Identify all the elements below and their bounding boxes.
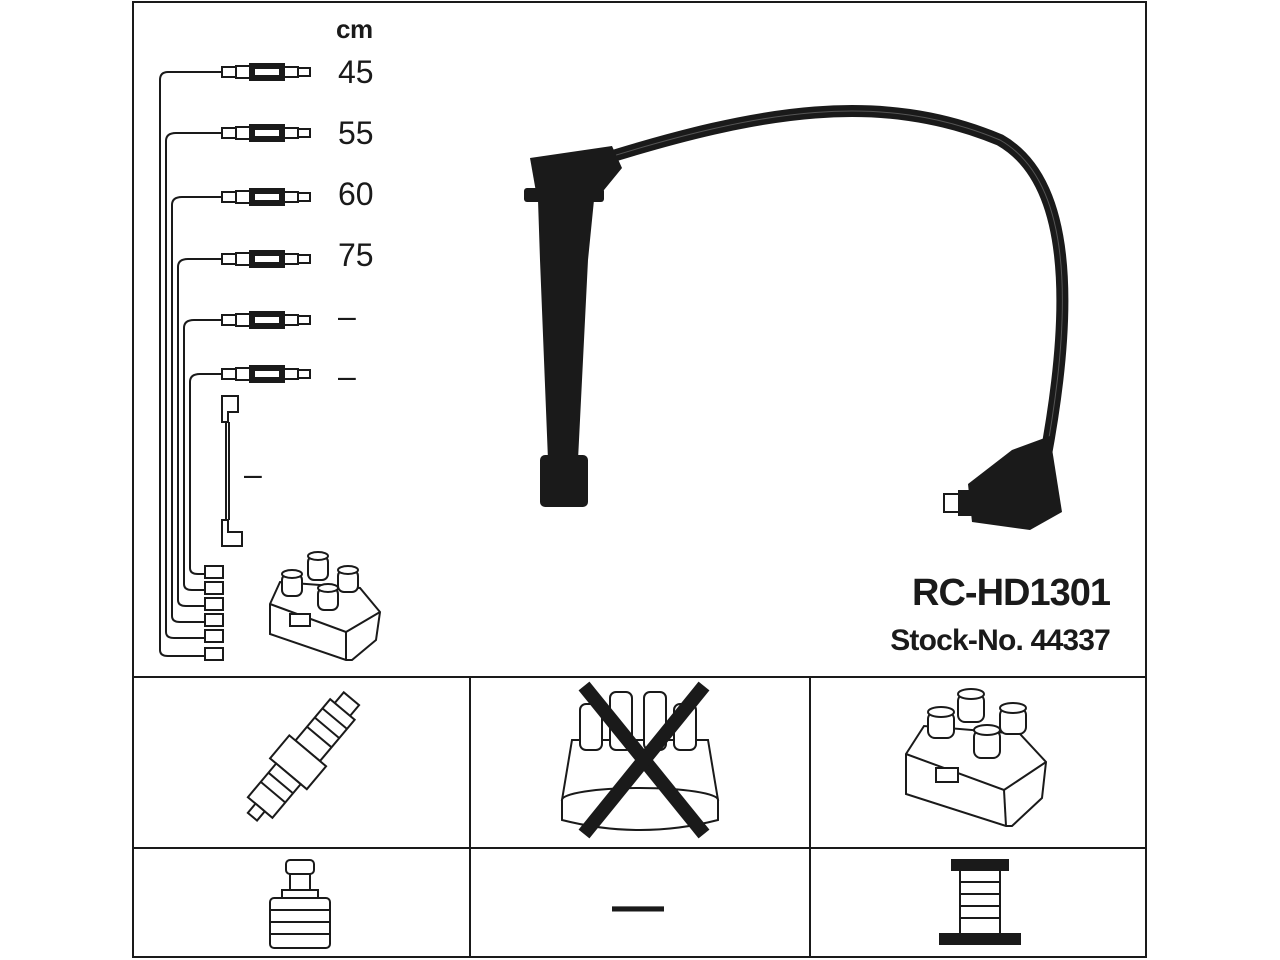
- plug-end-connectors: [221, 63, 311, 383]
- coil-lead: [221, 395, 243, 547]
- lead-length-2: 55: [338, 115, 374, 151]
- coil-lead-length: –: [244, 456, 262, 492]
- plug-end-connector: [221, 188, 311, 206]
- stock-number: Stock-No. 44337: [890, 624, 1111, 657]
- ignition-coil-small-icon: [269, 551, 382, 661]
- no-connector-dash: —: [612, 877, 664, 935]
- plug-end-connector: [221, 311, 311, 329]
- lead-length-1: 45: [338, 54, 374, 90]
- plug-end-connector: [221, 365, 311, 383]
- spark-plug-icon: [246, 690, 361, 822]
- coil-end-terminals: [204, 565, 224, 661]
- plug-boot-connector-icon: [269, 859, 331, 949]
- lead-set-schematic: [159, 71, 222, 657]
- coil-terminal-icon: [939, 859, 1021, 945]
- unit-label: cm: [336, 14, 373, 44]
- model-number: RC-HD1301: [912, 572, 1111, 614]
- plug-end-connector: [221, 124, 311, 142]
- spark-plug-lead-drawing: [524, 105, 1069, 530]
- ignition-coil-icon: [905, 688, 1048, 827]
- lead-length-6: –: [338, 358, 356, 394]
- lead-length-4: 75: [338, 237, 374, 273]
- lead-length-3: 60: [338, 176, 374, 212]
- distributor-cap-crossed-icon: [560, 681, 720, 839]
- frame-grid: [132, 1, 1147, 958]
- plug-end-connector: [221, 250, 311, 268]
- plug-end-connector: [221, 63, 311, 81]
- lead-length-5: –: [338, 298, 356, 334]
